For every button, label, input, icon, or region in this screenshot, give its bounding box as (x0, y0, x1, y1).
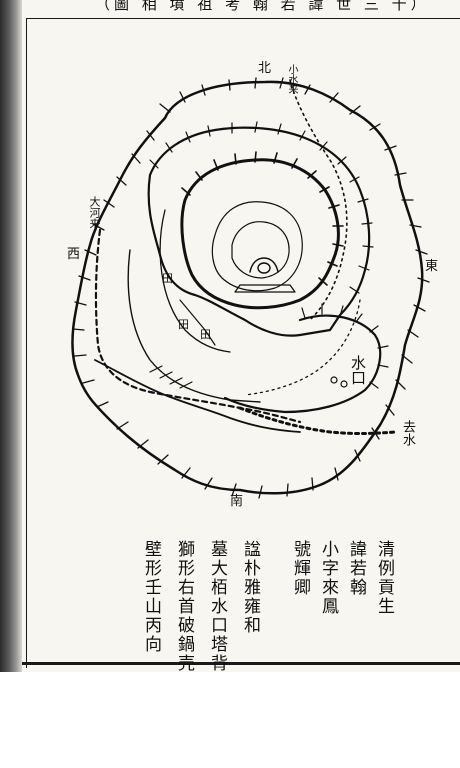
inner-contour-2 (231, 221, 290, 279)
water-flow-outlet (238, 406, 397, 435)
label-east: 東 (425, 258, 438, 274)
frame-left-line (26, 18, 27, 668)
label-field-3: 田 (200, 328, 211, 341)
label-west: 西 (67, 247, 80, 262)
middle-ridge-hatching (149, 121, 374, 294)
tomb-marker (257, 262, 271, 274)
water-flow-top (289, 79, 348, 321)
left-ridge-arm (127, 249, 261, 403)
lower-left-ridge (94, 359, 301, 433)
tomb-site-map: 北 東 南 西 田 田 田 (67, 61, 438, 509)
field-boundary (179, 299, 216, 346)
caption-line-7: 獅形右首破鍋壳 (174, 540, 194, 673)
water-flow-inner (244, 299, 361, 396)
label-water-top: 小水来 (286, 64, 297, 94)
tomb-mound (249, 257, 279, 273)
page-title: （圖 相 墳 祖 考 翰 若 諱 世 三 十） (95, 0, 415, 13)
outer-ridge-hatching (72, 77, 430, 499)
frame-top-line (26, 18, 460, 19)
caption-line-6: 墓大栢水口塔背 (207, 540, 227, 673)
left-inner-arm (159, 209, 231, 353)
water-flow-left (94, 228, 302, 424)
book-spine-shadow (0, 0, 22, 672)
outer-mountain-ridge (71, 80, 424, 495)
caption-line-1: 清例貢生 (374, 540, 394, 616)
label-field-2: 田 (178, 318, 189, 331)
right-arm-hatching (301, 303, 389, 389)
caption-line-3: 小字來鳳 (318, 540, 338, 616)
label-field-1: 田 (162, 272, 173, 285)
label-north: 北 (258, 61, 271, 76)
sand-shading (149, 365, 193, 389)
tomb-base (234, 284, 296, 293)
label-south: 南 (230, 493, 243, 509)
inner-ridge-hatching (181, 151, 344, 286)
right-sand-arm (223, 314, 382, 414)
inner-contour-1 (211, 201, 303, 292)
marker-dot-2 (340, 380, 348, 388)
paper-background (0, 0, 460, 672)
label-water-right: 去水 (400, 420, 415, 446)
caption-line-2: 諱若翰 (346, 540, 366, 597)
frame-bottom-line (22, 662, 460, 665)
caption-line-4: 號輝卿 (290, 540, 310, 597)
caption-line-5: 諡朴雅雍和 (240, 540, 260, 635)
middle-mountain-ridge (147, 126, 371, 337)
label-water-left: 大河来 (88, 196, 101, 229)
label-water-mouth: 水口 (349, 355, 367, 385)
marker-dot-1 (330, 376, 338, 384)
caption-line-8: 壁形壬山丙向 (141, 540, 161, 654)
